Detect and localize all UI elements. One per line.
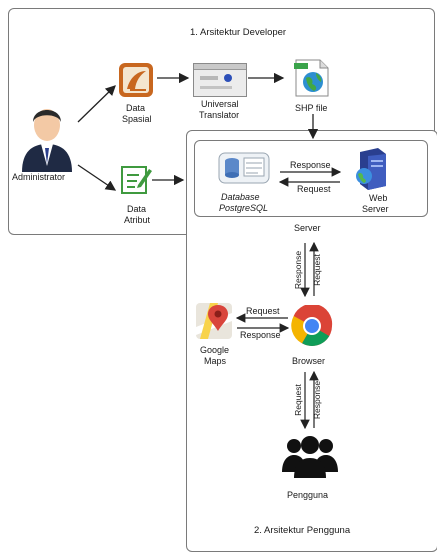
- browser-user-response-label: Response: [312, 380, 322, 420]
- data-spasial-icon: [119, 63, 153, 97]
- web-server-label-line1: Web: [369, 193, 388, 203]
- browser-user-request-label: Request: [293, 384, 303, 416]
- google-maps-label-line1: Google: [200, 345, 230, 355]
- google-maps-label-line2: Maps: [204, 356, 227, 366]
- user-architecture-title: 2. Arsitektur Pengguna: [254, 525, 351, 536]
- shp-file-icon: [294, 59, 329, 97]
- web-server-icon: [356, 148, 386, 190]
- chrome-browser-icon: [291, 305, 333, 346]
- database-label-line1: Database: [221, 192, 260, 202]
- admin-to-atribut-arrow: [77, 164, 117, 191]
- admin-to-spasial-arrow: [77, 85, 116, 123]
- maps-request-label: Request: [246, 306, 280, 316]
- web-server-label-line2: Server: [362, 204, 389, 214]
- data-atribut-label-line2: Atribut: [124, 215, 151, 225]
- server-label: Server: [294, 223, 321, 233]
- data-spasial-label-line1: Data: [126, 103, 146, 113]
- universal-translator-label-line2: Translator: [199, 110, 240, 120]
- database-label-line2: PostgreSQL: [219, 203, 269, 213]
- server-browser-response-label: Response: [293, 250, 303, 290]
- google-maps-icon: [196, 303, 232, 339]
- developer-title: 1. Arsitektur Developer: [190, 27, 287, 38]
- universal-translator-label-line1: Universal: [201, 99, 239, 109]
- db-response-label: Response: [290, 160, 331, 170]
- database-icon: [218, 152, 270, 184]
- db-request-label: Request: [297, 184, 331, 194]
- browser-label: Browser: [292, 356, 326, 366]
- pengguna-label: Pengguna: [287, 490, 329, 500]
- administrator-label: Administrator: [12, 172, 66, 182]
- server-browser-request-label: Request: [312, 254, 322, 286]
- maps-response-label: Response: [240, 330, 281, 340]
- administrator-icon: [22, 109, 72, 172]
- data-spasial-label-line2: Spasial: [122, 114, 152, 124]
- shp-file-label: SHP file: [295, 103, 328, 113]
- data-atribut-label-line1: Data: [127, 204, 147, 214]
- users-icon: [282, 436, 338, 478]
- universal-translator-window: [193, 63, 247, 97]
- data-atribut-icon: [121, 166, 152, 194]
